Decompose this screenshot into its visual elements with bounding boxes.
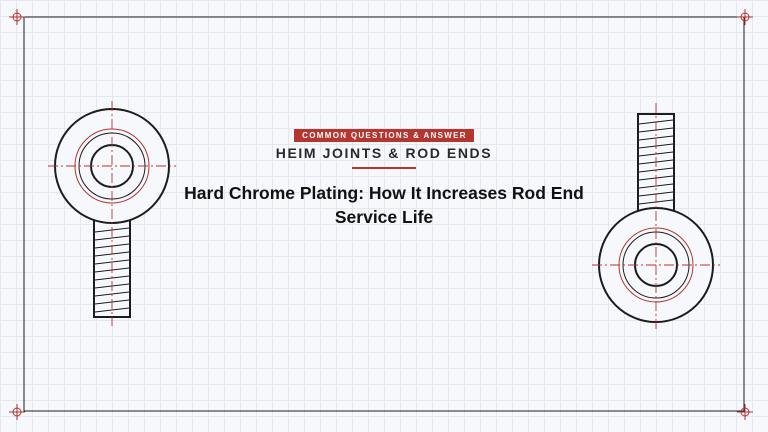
category-heading: HEIM JOINTS & ROD ENDS	[275, 145, 493, 161]
category-badge: COMMON QUESTIONS & ANSWER	[0, 125, 768, 143]
corner-mark-top-right	[737, 9, 753, 25]
badge-label: COMMON QUESTIONS & ANSWER	[294, 129, 474, 142]
drawing-frame	[23, 16, 745, 412]
accent-divider	[352, 167, 416, 169]
rod-end-right-illustration	[592, 103, 720, 330]
corner-mark-bottom-left	[9, 404, 25, 420]
page-title: Hard Chrome Plating: How It Increases Ro…	[184, 183, 584, 227]
corner-mark-bottom-right	[737, 404, 753, 420]
rod-end-left-illustration	[48, 101, 176, 326]
corner-mark-top-left	[9, 9, 25, 25]
